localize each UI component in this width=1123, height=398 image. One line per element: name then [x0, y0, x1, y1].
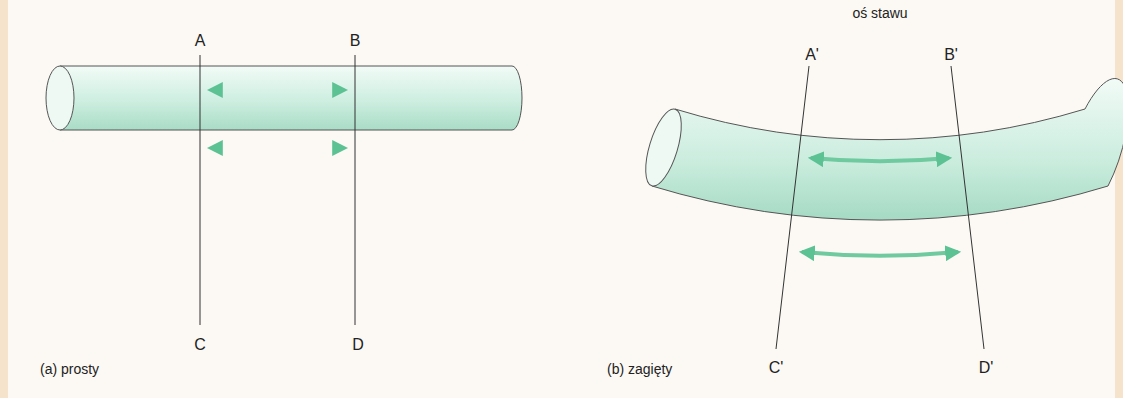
- point-label: D': [979, 360, 994, 376]
- caption-label: (a) prosty: [40, 362, 99, 376]
- section-line: [776, 66, 809, 349]
- point-label: C: [194, 337, 206, 353]
- point-label: A': [805, 47, 819, 63]
- point-label: C': [769, 360, 784, 376]
- length-arrow: [210, 146, 345, 150]
- point-label: B': [944, 47, 958, 63]
- caption-label: (b) zagięty: [607, 362, 672, 376]
- straight-tube: [46, 66, 522, 130]
- section-line: [355, 55, 356, 325]
- section-line: [951, 66, 984, 349]
- point-label: B: [350, 33, 361, 49]
- bent-tube: [638, 78, 1123, 220]
- caption-label: oś stawu: [852, 6, 907, 20]
- point-label: A: [195, 33, 206, 49]
- length-arrow: [811, 158, 949, 161]
- section-line: [200, 55, 201, 325]
- length-arrow: [802, 252, 958, 256]
- length-arrow: [210, 88, 345, 92]
- point-label: D: [352, 337, 364, 353]
